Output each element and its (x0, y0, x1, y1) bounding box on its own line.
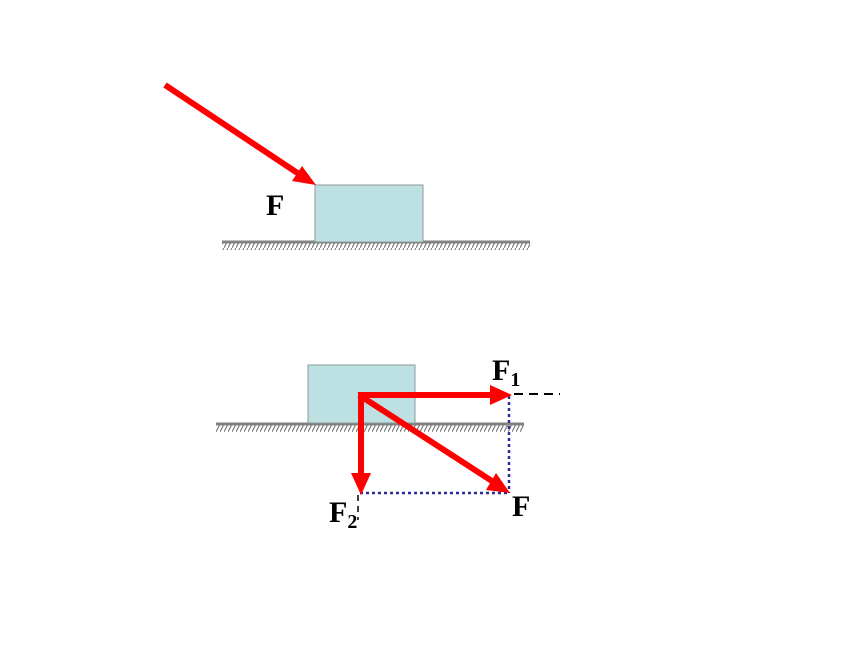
top-block (314, 184, 424, 243)
f1-label-letter: F (492, 354, 510, 387)
top-ground-hatch (222, 243, 530, 250)
f-resultant-label: F (512, 490, 530, 523)
f1-arrowhead (490, 385, 512, 405)
f-resultant-arrow-shaft (357, 392, 497, 486)
bottom-diagram: F1 F2 F (216, 354, 560, 533)
f1-label-subscript: 1 (510, 369, 520, 391)
top-force-arrowhead (292, 166, 316, 185)
f-resultant-arrowhead (486, 473, 510, 493)
top-diagram: F (163, 82, 530, 250)
f2-label-subscript: 2 (347, 511, 357, 533)
top-force-arrow-shaft (163, 82, 304, 179)
f2-arrowhead (351, 473, 371, 495)
bottom-ground-hatch (216, 425, 524, 432)
f2-label: F2 (329, 496, 357, 533)
top-force-label: F (266, 189, 284, 222)
f2-label-letter: F (329, 496, 347, 529)
f1-label: F1 (492, 354, 520, 391)
